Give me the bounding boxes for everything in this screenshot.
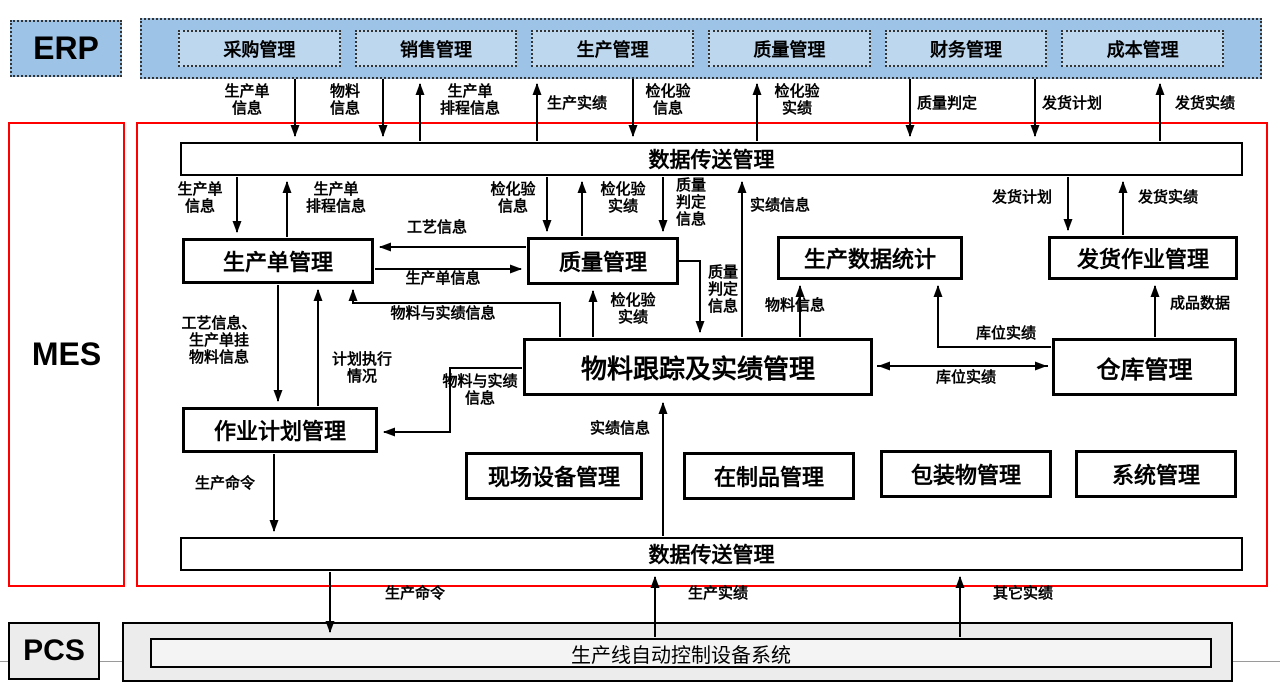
flow-label-stock-result-up: 库位实绩 (975, 325, 1037, 342)
erp-label: ERP (33, 30, 99, 66)
erp-module-sales: 销售管理 (354, 30, 518, 67)
flow-label-quality-judge-info-mid: 质量 判定 信息 (707, 264, 739, 315)
flow-label-pcs-prod-result: 生产实绩 (687, 585, 749, 602)
node-field-equipment-mgmt: 现场设备管理 (465, 452, 643, 500)
node-shipping-ops-mgmt: 发货作业管理 (1048, 236, 1238, 280)
erp-module-purchasing: 采购管理 (178, 30, 341, 67)
node-packaging-mgmt: 包装物管理 (880, 450, 1052, 498)
mes-layer-tag: MES (8, 122, 125, 587)
flow-label-bus-order-info: 生产单 信息 (177, 181, 223, 215)
node-quality-mgmt: 质量管理 (527, 237, 679, 285)
node-material-tracking-mgmt: 物料跟踪及实绩管理 (523, 338, 873, 396)
flow-label-erp-order-info: 生产单 信息 (224, 83, 270, 117)
flow-label-erp-quality-judgement: 质量判定 (916, 95, 978, 112)
flow-label-bus-result-info: 实绩信息 (749, 197, 811, 214)
flow-label-order-info-to-quality: 生产单信息 (405, 270, 481, 287)
node-system-mgmt: 系统管理 (1075, 450, 1237, 498)
flow-label-erp-ship-plan: 发货计划 (1041, 95, 1103, 112)
pcs-layer-tag: PCS (8, 622, 100, 680)
flow-label-bus-quality-judge-info: 质量 判定 信息 (675, 177, 707, 228)
flow-label-bus-inspection-info: 检化验 信息 (490, 181, 536, 215)
flow-label-material-info-mid: 物料信息 (764, 297, 826, 314)
erp-module-quality: 质量管理 (708, 30, 871, 67)
flow-label-stock-result-lr: 库位实绩 (935, 369, 997, 386)
flow-label-process-order-material: 工艺信息、 生产单挂 物料信息 (181, 315, 257, 366)
flow-label-result-info-bottom: 实绩信息 (589, 420, 651, 437)
flow-label-bus-ship-result: 发货实绩 (1137, 189, 1199, 206)
flow-label-erp-inspection-info: 检化验 信息 (645, 83, 691, 117)
flow-label-erp-ship-result: 发货实绩 (1174, 95, 1236, 112)
flow-label-prod-command-inner: 生产命令 (194, 475, 256, 492)
node-wip-mgmt: 在制品管理 (683, 452, 855, 500)
erp-module-production: 生产管理 (531, 30, 695, 67)
mes-bottom-data-bus: 数据传送管理 (180, 537, 1243, 571)
flow-label-material-result-to-order: 物料与实绩信息 (390, 305, 496, 322)
flow-label-erp-inspection-result: 检化验 实绩 (774, 83, 820, 117)
flow-label-erp-prod-result: 生产实绩 (546, 95, 608, 112)
erp-modules-bar: 采购管理 销售管理 生产管理 质量管理 财务管理 成本管理 (140, 18, 1262, 79)
mes-frame (136, 122, 1268, 587)
erp-module-cost: 成本管理 (1061, 30, 1225, 67)
flow-label-process-info: 工艺信息 (406, 219, 468, 236)
node-production-order-mgmt: 生产单管理 (182, 238, 374, 284)
flow-label-bus-order-schedule: 生产单 排程信息 (305, 181, 367, 215)
mes-label: MES (31, 336, 102, 372)
flow-label-bus-inspection-result: 检化验 实绩 (600, 181, 646, 215)
flow-label-erp-order-schedule: 生产单 排程信息 (439, 83, 501, 117)
mes-top-data-bus: 数据传送管理 (180, 142, 1243, 176)
flow-label-inspection-result-mid: 检化验 实绩 (610, 292, 656, 326)
flow-label-finished-product-data: 成品数据 (1169, 295, 1231, 312)
node-production-data-stats: 生产数据统计 (777, 236, 963, 280)
pcs-label: PCS (23, 634, 85, 667)
node-production-line-control-system: 生产线自动控制设备系统 (150, 638, 1212, 668)
flow-label-material-result-to-plan: 物料与实绩 信息 (442, 373, 518, 407)
node-warehouse-mgmt: 仓库管理 (1052, 338, 1237, 396)
node-job-planning-mgmt: 作业计划管理 (182, 407, 378, 453)
erp-module-finance: 财务管理 (884, 30, 1048, 67)
erp-layer-tag: ERP (10, 20, 122, 77)
flow-label-plan-execution: 计划执行 情况 (331, 351, 393, 385)
flow-label-pcs-other-result: 其它实绩 (992, 585, 1054, 602)
flow-label-erp-material-info: 物料 信息 (329, 83, 361, 117)
flow-label-pcs-prod-command: 生产命令 (384, 585, 446, 602)
flow-label-bus-ship-plan: 发货计划 (991, 189, 1053, 206)
